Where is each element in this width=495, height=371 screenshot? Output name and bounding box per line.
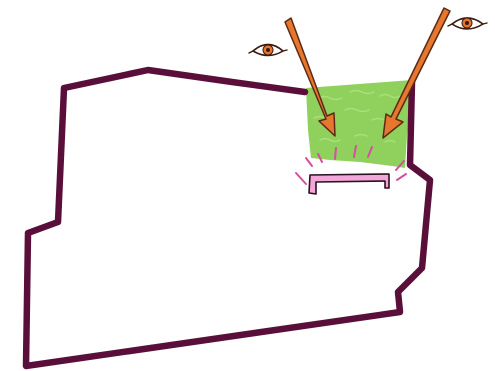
arrow-down-left-icon [382, 7, 451, 139]
emphasis-mark [353, 145, 357, 158]
eye-icon [248, 43, 288, 57]
emphasis-mark [367, 146, 373, 158]
emphasis-mark [395, 160, 405, 171]
plan-outline [22, 66, 434, 370]
emphasis-mark [396, 173, 407, 181]
emphasis-mark [295, 172, 307, 185]
emphasis-marks [295, 145, 407, 185]
arrow-down-right-icon [284, 17, 336, 137]
eye-icon [447, 17, 488, 30]
emphasis-mark [334, 147, 337, 160]
green-highlight-area [306, 80, 412, 168]
entrance-bracket [308, 173, 390, 195]
emphasis-mark [305, 157, 313, 167]
emphasis-mark [317, 153, 323, 163]
